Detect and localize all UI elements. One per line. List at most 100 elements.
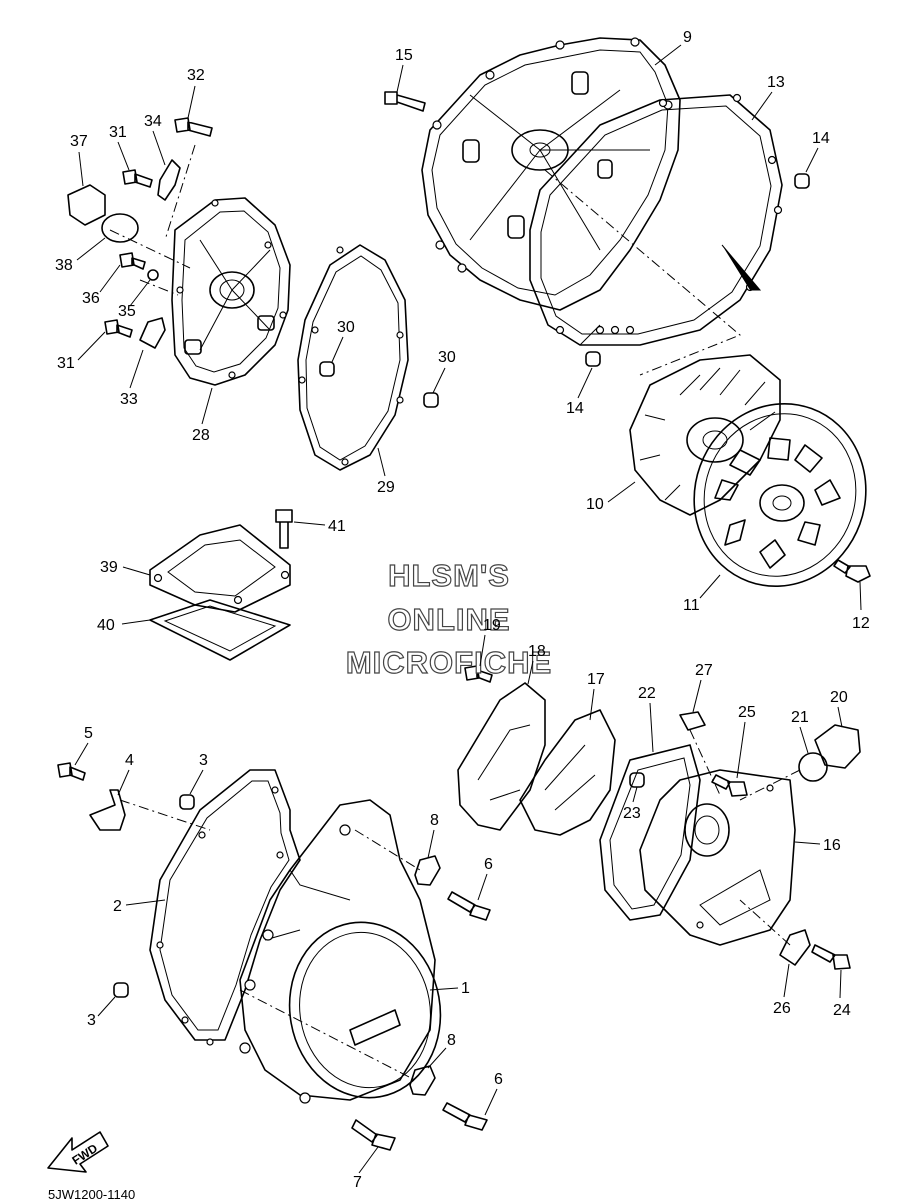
callout-10: 10 bbox=[586, 496, 604, 513]
callout-15: 15 bbox=[395, 47, 413, 64]
callout-39: 39 bbox=[100, 559, 118, 576]
watermark-line-1: HLSM'S bbox=[388, 558, 510, 593]
bolt-6-upper bbox=[447, 891, 491, 921]
watermark-line-2: ONLINE bbox=[387, 602, 510, 637]
diagram-code: 5JW1200-1140 bbox=[48, 1187, 135, 1199]
callout-41: 41 bbox=[328, 518, 346, 535]
callout-3-upper: 3 bbox=[199, 752, 208, 769]
callout-36: 36 bbox=[82, 290, 100, 307]
bolt-32 bbox=[174, 117, 213, 137]
callout-30-left: 30 bbox=[337, 319, 355, 336]
dowel-30-b bbox=[423, 392, 439, 408]
callout-6-lower: 6 bbox=[494, 1071, 503, 1088]
gasket-13 bbox=[529, 93, 783, 346]
bolt-24 bbox=[811, 944, 851, 970]
bolt-5 bbox=[57, 762, 86, 781]
clamp-26 bbox=[779, 929, 811, 966]
callout-18: 18 bbox=[528, 643, 546, 660]
cap-37 bbox=[67, 184, 106, 226]
fwd-label: FWD bbox=[70, 1141, 101, 1168]
callout-16: 16 bbox=[823, 837, 841, 854]
callout-24: 24 bbox=[833, 1002, 851, 1019]
bolt-25 bbox=[711, 774, 748, 797]
clamp-34 bbox=[157, 159, 181, 201]
callout-5: 5 bbox=[84, 725, 93, 742]
bolt-7 bbox=[351, 1119, 396, 1151]
cover-11 bbox=[693, 402, 867, 588]
bolt-15 bbox=[384, 91, 426, 112]
gasket-22 bbox=[599, 744, 701, 921]
callout-38: 38 bbox=[55, 257, 73, 274]
dowel-30-a bbox=[319, 361, 335, 377]
gasket-29 bbox=[297, 244, 409, 471]
callout-12: 12 bbox=[852, 615, 870, 632]
cover-18 bbox=[457, 682, 546, 831]
dowel-14-upper bbox=[794, 173, 810, 189]
callout-group: 1 2 3 3 4 5 6 6 7 8 8 9 10 11 12 13 14 1… bbox=[55, 29, 870, 1191]
bolt-12 bbox=[833, 559, 871, 583]
crankcase-cover-1 bbox=[239, 799, 442, 1104]
callout-19: 19 bbox=[483, 617, 501, 634]
callout-1: 1 bbox=[461, 980, 470, 997]
callout-3-lower: 3 bbox=[87, 1012, 96, 1029]
callout-29: 29 bbox=[377, 479, 395, 496]
callout-6-upper: 6 bbox=[484, 856, 493, 873]
cover-39 bbox=[149, 524, 291, 613]
bolt-6-lower bbox=[442, 1102, 488, 1131]
gasket-2 bbox=[149, 769, 301, 1046]
callout-32: 32 bbox=[187, 67, 205, 84]
callout-13: 13 bbox=[767, 74, 785, 91]
callout-34: 34 bbox=[144, 113, 162, 130]
o-ring-38 bbox=[101, 213, 139, 243]
callout-33: 33 bbox=[120, 391, 138, 408]
callout-35: 35 bbox=[118, 303, 136, 320]
crankcase-cover-9 bbox=[421, 37, 681, 311]
callout-17: 17 bbox=[587, 671, 605, 688]
dowel-14-lower bbox=[585, 351, 601, 367]
washer-35 bbox=[147, 269, 159, 281]
callout-14-lower: 14 bbox=[566, 400, 584, 417]
cover-17 bbox=[519, 709, 616, 836]
clamp-8-upper bbox=[414, 855, 441, 886]
cover-28 bbox=[171, 197, 291, 386]
callout-37: 37 bbox=[70, 133, 88, 150]
callout-31-lower: 31 bbox=[57, 355, 75, 372]
callout-25: 25 bbox=[738, 704, 756, 721]
watermark-line-3: MICROFICHE bbox=[346, 645, 552, 680]
callout-7: 7 bbox=[353, 1174, 362, 1191]
callout-8-upper: 8 bbox=[430, 812, 439, 829]
callout-26: 26 bbox=[773, 1000, 791, 1017]
dowel-3-lower bbox=[113, 982, 129, 998]
callout-9: 9 bbox=[683, 29, 692, 46]
callout-22: 22 bbox=[638, 685, 656, 702]
callout-28: 28 bbox=[192, 427, 210, 444]
callout-21: 21 bbox=[791, 709, 809, 726]
cover-10 bbox=[629, 354, 781, 516]
bolt-19 bbox=[464, 665, 493, 683]
callout-11: 11 bbox=[683, 597, 700, 614]
callout-23: 23 bbox=[623, 805, 641, 822]
callout-8-lower: 8 bbox=[447, 1032, 456, 1049]
callout-14-upper: 14 bbox=[812, 130, 830, 147]
callout-40: 40 bbox=[97, 617, 115, 634]
callout-30-right: 30 bbox=[438, 349, 456, 366]
callout-2: 2 bbox=[113, 898, 122, 915]
dowel-3-upper bbox=[179, 794, 195, 810]
bolt-31-upper bbox=[122, 169, 153, 188]
cover-16 bbox=[639, 769, 796, 946]
bolt-41 bbox=[275, 509, 293, 549]
callout-4: 4 bbox=[125, 752, 134, 769]
bolt-31-lower bbox=[104, 319, 133, 338]
fwd-arrow-icon: FWD bbox=[47, 1131, 109, 1173]
clamp-4 bbox=[89, 789, 126, 831]
clamp-27 bbox=[679, 711, 706, 731]
clamp-33 bbox=[139, 317, 166, 349]
cap-20 bbox=[814, 724, 861, 769]
callout-27: 27 bbox=[695, 662, 713, 679]
clamp-8-lower bbox=[409, 1065, 436, 1096]
callout-20: 20 bbox=[830, 689, 848, 706]
gasket-40 bbox=[149, 599, 291, 661]
callout-31-upper: 31 bbox=[109, 124, 127, 141]
bolt-36 bbox=[119, 252, 146, 270]
